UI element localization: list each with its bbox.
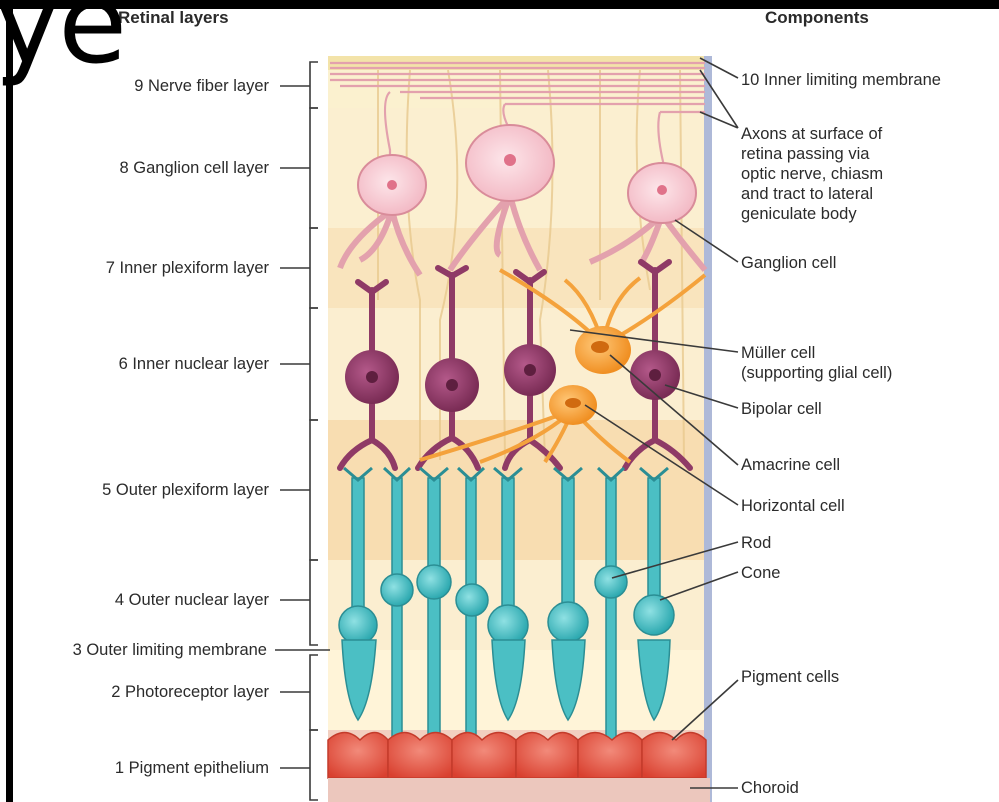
choroid-band	[328, 778, 710, 802]
component-line: geniculate body	[741, 204, 883, 224]
component-line: Cone	[741, 563, 780, 583]
component-rod: Rod	[741, 533, 771, 553]
component-line: Amacrine cell	[741, 455, 840, 475]
layer-label-nerve-fiber: 9 Nerve fiber layer	[134, 76, 269, 96]
component-horizontal-cell: Horizontal cell	[741, 496, 845, 516]
layer-label-photoreceptor: 2 Photoreceptor layer	[111, 682, 269, 702]
component-muller-cell: Müller cell (supporting glial cell)	[741, 343, 892, 383]
layer-label-outer-limiting: 3 Outer limiting membrane	[73, 640, 267, 660]
layer-label-inner-plexiform: 7 Inner plexiform layer	[106, 258, 269, 278]
component-axons: Axons at surface of retina passing via o…	[741, 124, 883, 224]
component-line: and tract to lateral	[741, 184, 883, 204]
component-line: retina passing via	[741, 144, 883, 164]
frame-left-border	[6, 0, 13, 802]
component-line: Rod	[741, 533, 771, 553]
layer-label-outer-plexiform: 5 Outer plexiform layer	[102, 480, 269, 500]
component-line: Pigment cells	[741, 667, 839, 687]
component-line: Bipolar cell	[741, 399, 822, 419]
layer-brackets	[275, 62, 330, 800]
component-line: Horizontal cell	[741, 496, 845, 516]
layer-label-pigment-epithelium: 1 Pigment epithelium	[115, 758, 269, 778]
layer-label-outer-nuclear: 4 Outer nuclear layer	[115, 590, 269, 610]
layer-label-inner-nuclear: 6 Inner nuclear layer	[119, 354, 269, 374]
component-line: Choroid	[741, 778, 799, 798]
pigment-epithelium	[328, 733, 706, 779]
components-heading: Components	[765, 8, 869, 28]
component-line: Müller cell	[741, 343, 892, 363]
component-choroid: Choroid	[741, 778, 799, 798]
retinal-layers-heading: Retinal layers	[118, 8, 229, 28]
component-ganglion-cell: Ganglion cell	[741, 253, 836, 273]
component-inner-limiting-membrane: 10 Inner limiting membrane	[741, 70, 941, 90]
layer-label-ganglion: 8 Ganglion cell layer	[120, 158, 270, 178]
component-line: Axons at surface of	[741, 124, 883, 144]
component-line: Ganglion cell	[741, 253, 836, 273]
component-line: 10 Inner limiting membrane	[741, 70, 941, 90]
component-amacrine-cell: Amacrine cell	[741, 455, 840, 475]
component-line: (supporting glial cell)	[741, 363, 892, 383]
component-cone: Cone	[741, 563, 780, 583]
component-line: optic nerve, chiasm	[741, 164, 883, 184]
component-pigment-cells: Pigment cells	[741, 667, 839, 687]
overlay-text: ye	[0, 0, 125, 80]
component-bipolar-cell: Bipolar cell	[741, 399, 822, 419]
